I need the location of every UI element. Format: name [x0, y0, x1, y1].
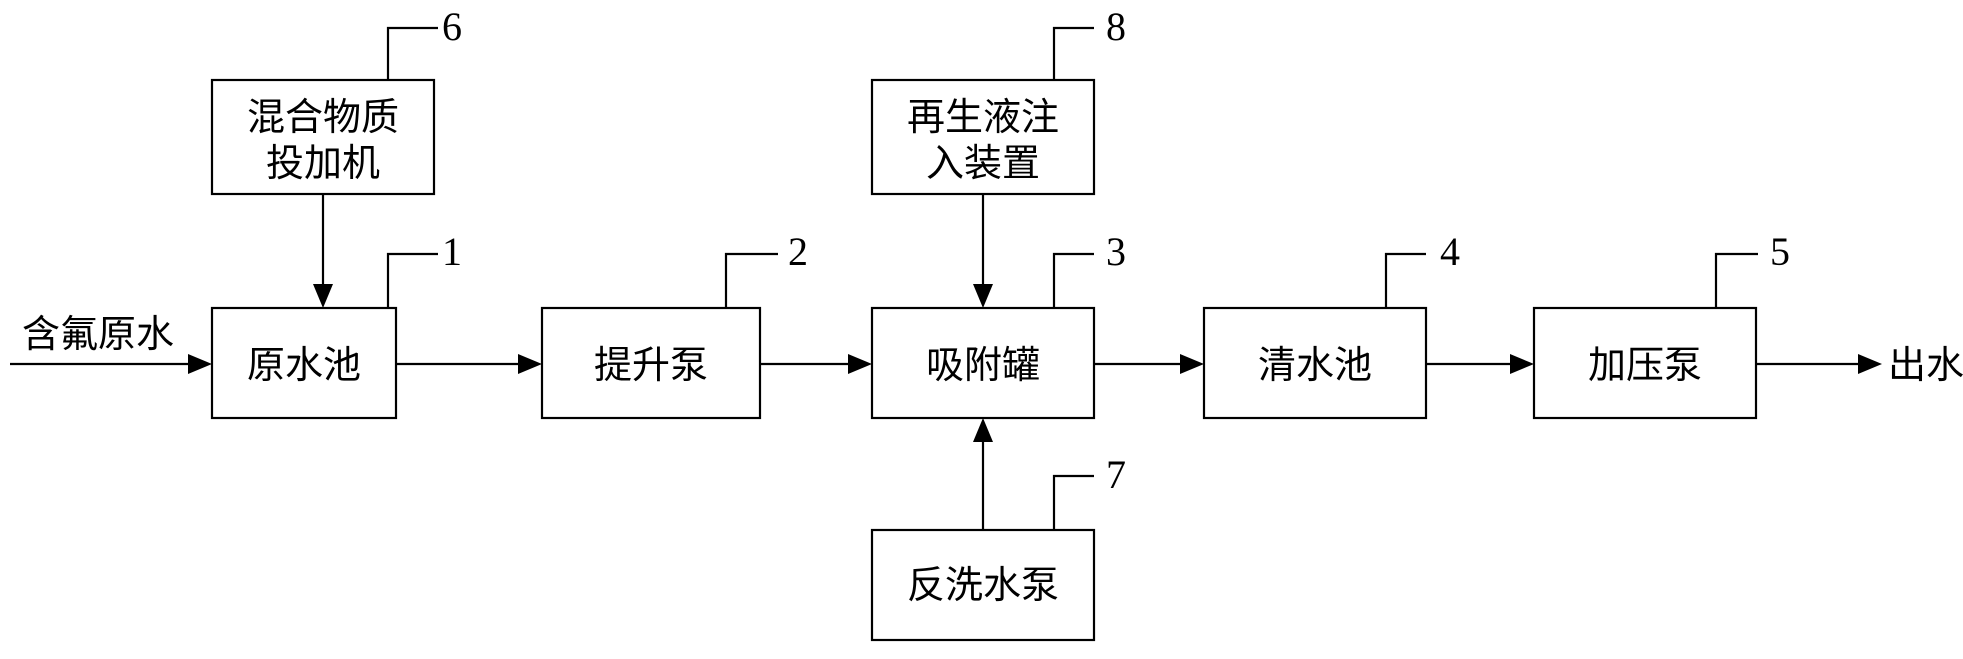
clear-water-tank-leader — [1384, 252, 1426, 308]
inlet-label: 含氟原水 — [22, 312, 174, 356]
raw-water-tank-label: 原水池 — [247, 343, 361, 387]
mixture-dosing-machine-leader — [386, 26, 438, 80]
regenerant-injector-label-line-2: 入装置 — [926, 141, 1040, 185]
lift-pump-number: 2 — [788, 229, 808, 274]
adsorption-tank-box: 吸附罐 — [870, 306, 1096, 420]
raw-water-tank-box: 原水池 — [210, 306, 398, 420]
adsorption-tank-label: 吸附罐 — [926, 343, 1040, 387]
regenerant-injector-number: 8 — [1106, 4, 1126, 49]
raw-water-tank-number: 1 — [442, 229, 462, 274]
mixture-dosing-machine-number: 6 — [442, 4, 462, 49]
regenerant-injector-label-line-1: 再生液注 — [907, 95, 1059, 139]
regenerant-injector-box: 再生液注 入装置 — [870, 78, 1096, 196]
inlet-arrowhead — [188, 354, 212, 374]
outlet-label: 出水 — [1888, 343, 1963, 387]
lift-pump-leader — [724, 252, 778, 308]
arrow-adsorption-to-clear-head — [1180, 354, 1204, 374]
arrow-lift-to-adsorption-head — [848, 354, 872, 374]
adsorption-tank-leader — [1052, 252, 1094, 308]
mixture-dosing-machine-box: 混合物质 投加机 — [210, 78, 436, 196]
arrow-regenerant-to-adsorption-head — [973, 284, 993, 308]
booster-pump-number: 5 — [1770, 229, 1790, 274]
booster-pump-box: 加压泵 — [1532, 306, 1758, 420]
backwash-pump-label: 反洗水泵 — [907, 563, 1059, 607]
clear-water-tank-box: 清水池 — [1202, 306, 1428, 420]
clear-water-tank-number: 4 — [1440, 229, 1460, 274]
arrow-dosing-to-raw-head — [313, 284, 333, 308]
regenerant-injector-leader — [1052, 26, 1094, 80]
outlet-arrowhead — [1858, 354, 1882, 374]
arrow-clear-to-booster-head — [1510, 354, 1534, 374]
arrow-raw-to-lift-head — [518, 354, 542, 374]
lift-pump-label: 提升泵 — [594, 343, 708, 387]
mixture-dosing-machine-label-line-2: 投加机 — [266, 141, 380, 185]
mixture-dosing-machine-label-line-1: 混合物质 — [247, 95, 399, 139]
clear-water-tank-label: 清水池 — [1258, 343, 1372, 387]
booster-pump-leader — [1714, 252, 1758, 308]
adsorption-tank-number: 3 — [1106, 229, 1126, 274]
backwash-pump-number: 7 — [1106, 452, 1126, 497]
arrow-backwash-to-adsorption-head — [973, 418, 993, 442]
backwash-pump-leader — [1052, 474, 1094, 530]
backwash-pump-box: 反洗水泵 — [870, 528, 1096, 642]
raw-water-tank-leader — [386, 252, 438, 308]
lift-pump-box: 提升泵 — [540, 306, 762, 420]
booster-pump-label: 加压泵 — [1588, 343, 1702, 387]
